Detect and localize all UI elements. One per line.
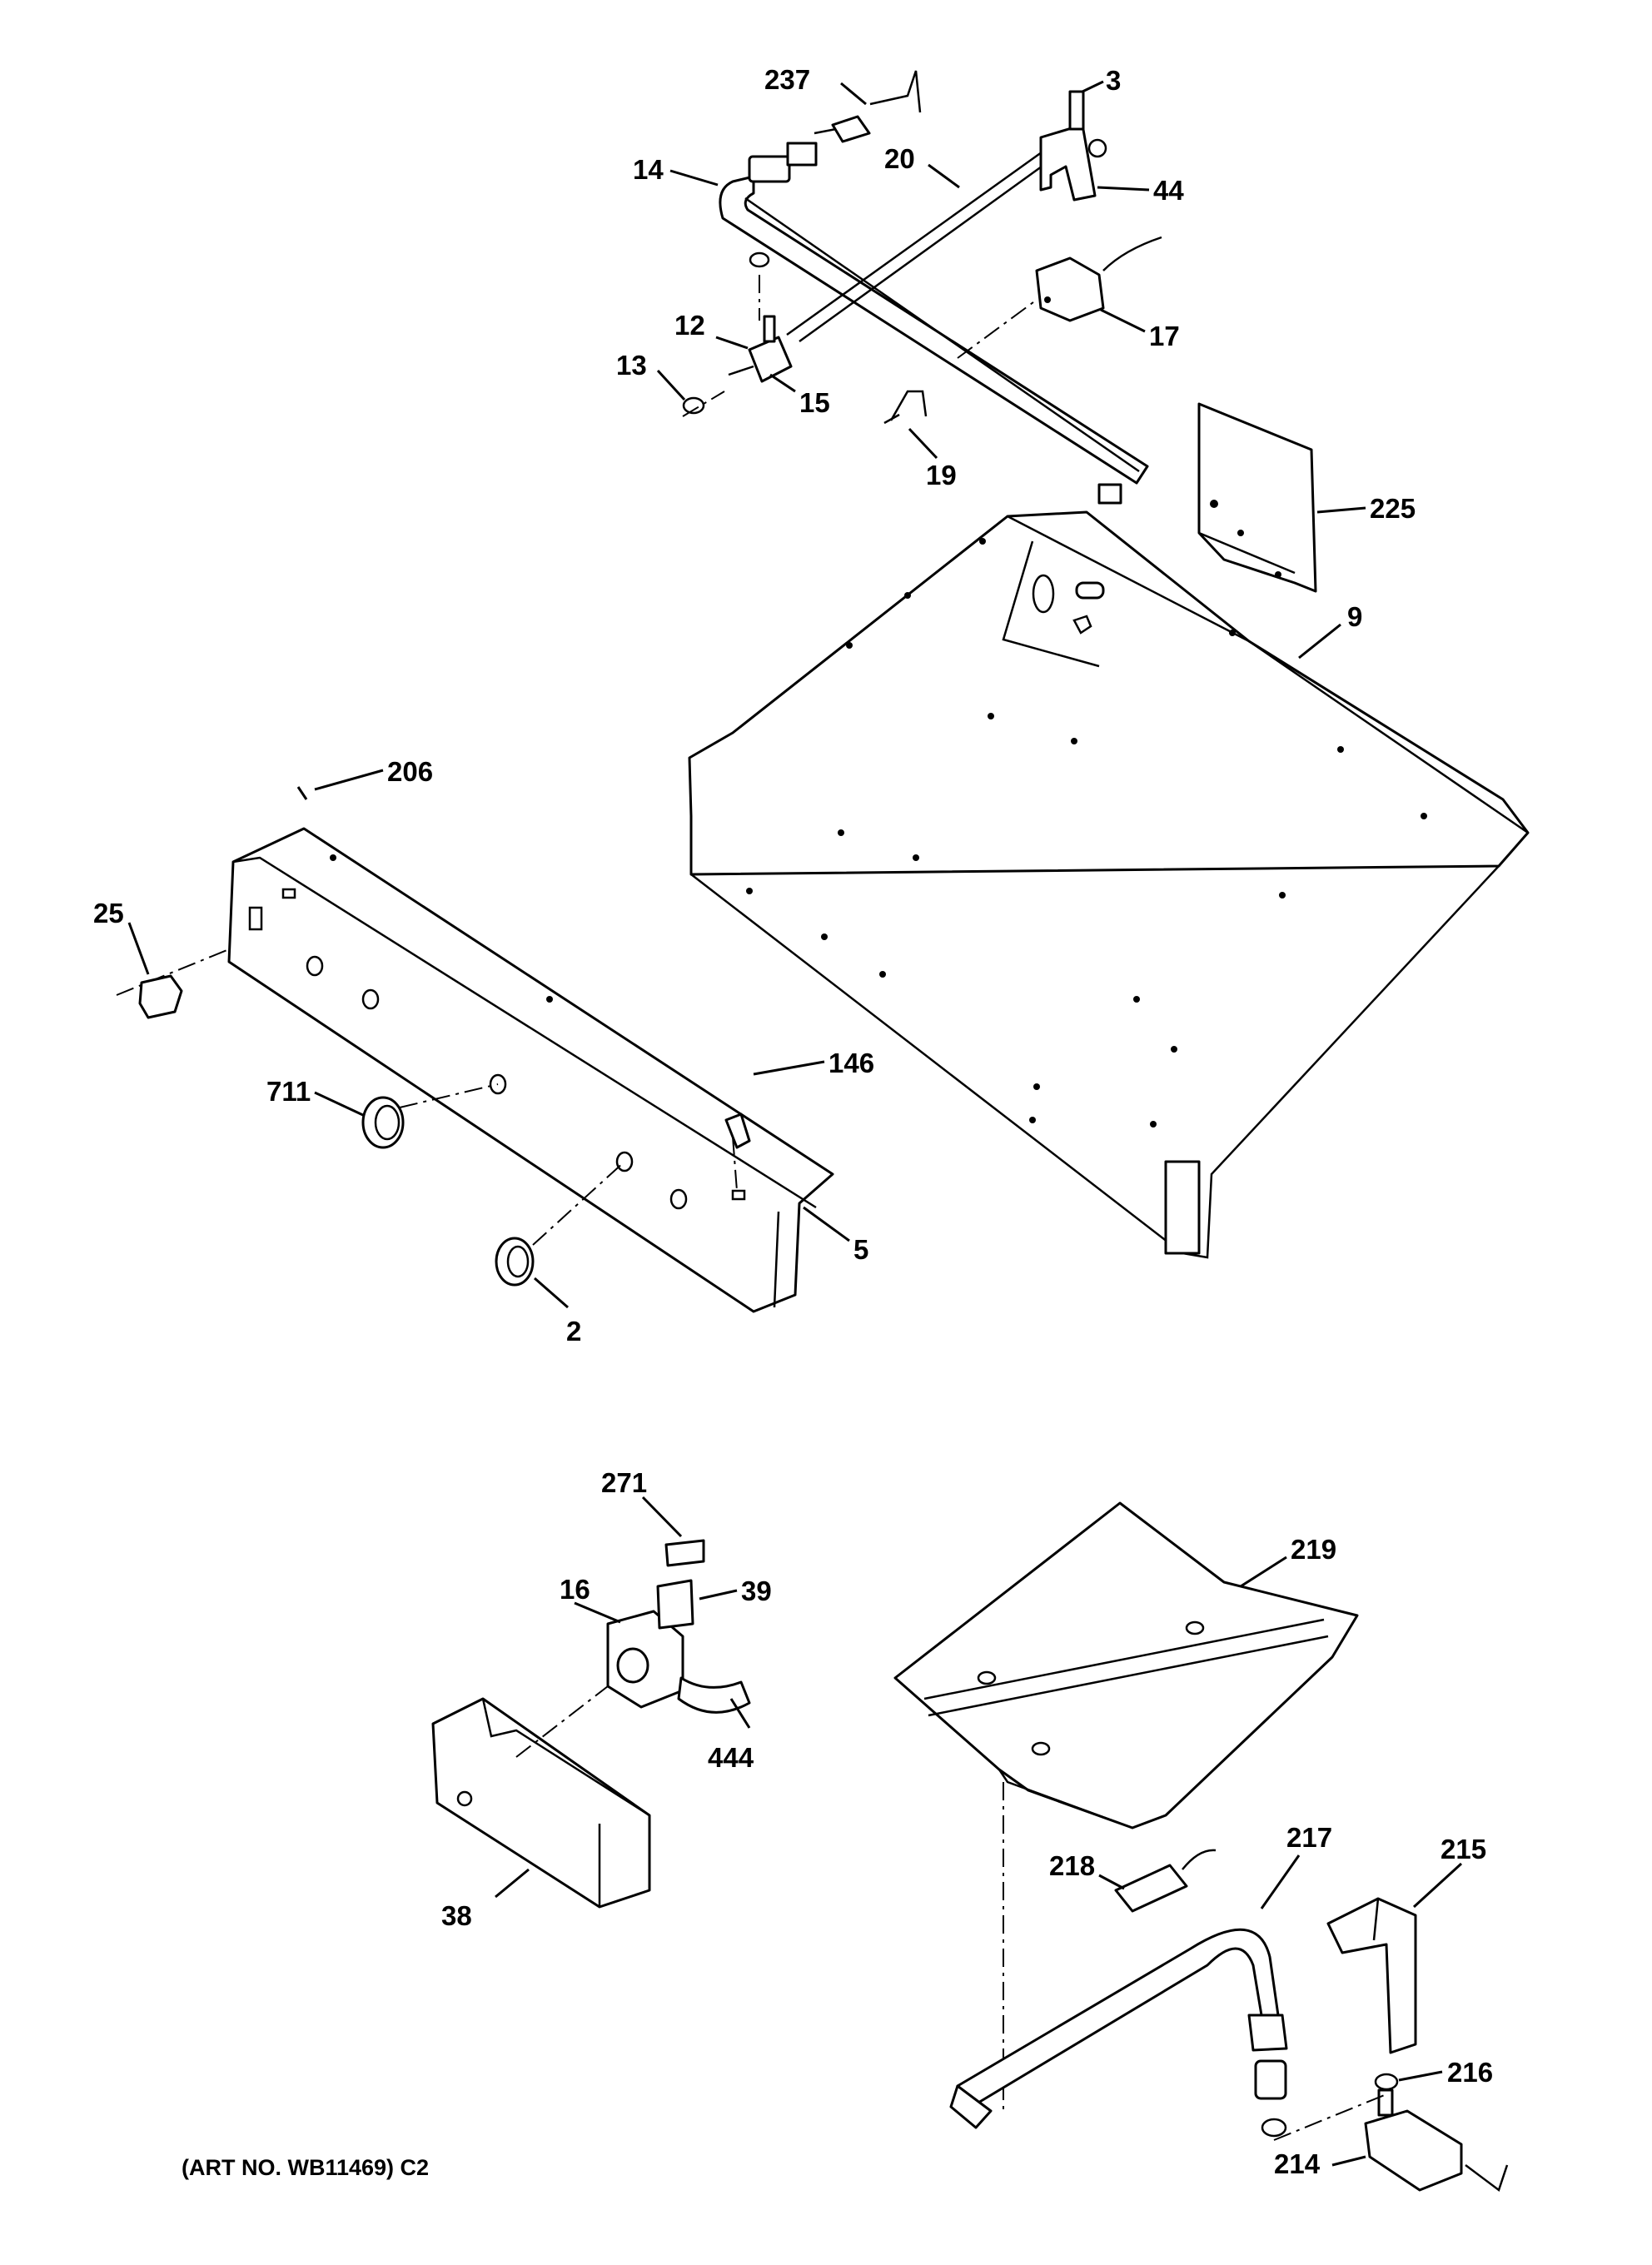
burner-box-9 bbox=[688, 510, 1530, 1259]
callout-271: 271 bbox=[601, 1467, 647, 1498]
clip-25 bbox=[138, 974, 183, 1019]
callout-39: 39 bbox=[741, 1576, 772, 1606]
callout-12: 12 bbox=[674, 310, 705, 341]
callout-214: 214 bbox=[1274, 2148, 1321, 2179]
burner-217 bbox=[949, 1928, 1288, 2129]
callout-14: 14 bbox=[633, 154, 664, 185]
callout-15: 15 bbox=[799, 387, 830, 418]
callout-218: 218 bbox=[1049, 1850, 1095, 1881]
callout-16: 16 bbox=[560, 1574, 590, 1605]
callout-217: 217 bbox=[1286, 1822, 1332, 1853]
knob-711 bbox=[361, 1096, 405, 1149]
valve-17 bbox=[1035, 256, 1105, 322]
cover-38 bbox=[431, 1697, 651, 1909]
callout-215: 215 bbox=[1441, 1834, 1486, 1864]
callout-19: 19 bbox=[926, 460, 957, 490]
pan-outline bbox=[688, 510, 1530, 876]
callout-711: 711 bbox=[266, 1076, 311, 1107]
bracket-215 bbox=[1326, 1897, 1417, 2054]
shield-219 bbox=[893, 1501, 1359, 1829]
heat-shield-225 bbox=[1197, 402, 1317, 593]
panel-body bbox=[227, 827, 834, 1313]
callout-225: 225 bbox=[1370, 493, 1416, 524]
clip-146 bbox=[724, 1113, 751, 1149]
callout-146: 146 bbox=[828, 1048, 874, 1078]
knob-2 bbox=[495, 1237, 535, 1287]
washer-216 bbox=[1374, 2073, 1399, 2091]
callout-17: 17 bbox=[1149, 321, 1180, 351]
callout-44: 44 bbox=[1153, 175, 1184, 206]
callout-9: 9 bbox=[1347, 601, 1362, 632]
callout-216: 216 bbox=[1447, 2057, 1493, 2088]
callout-38: 38 bbox=[441, 1900, 472, 1931]
igniter-218 bbox=[1114, 1849, 1217, 1913]
fitting-237 bbox=[831, 115, 871, 143]
callout-444: 444 bbox=[708, 1742, 754, 1773]
callout-2: 2 bbox=[566, 1316, 581, 1347]
callout-206: 206 bbox=[387, 756, 433, 787]
callout-3: 3 bbox=[1106, 65, 1121, 96]
manifold-assembly bbox=[682, 70, 1162, 505]
callout-13: 13 bbox=[616, 350, 647, 381]
leader-lines bbox=[127, 80, 1463, 2167]
callout-labels: 237 3 14 20 44 12 13 15 17 19 225 9 206 … bbox=[93, 64, 1493, 2179]
igniter-switch-214 bbox=[1364, 2088, 1509, 2193]
bracket-44 bbox=[1039, 123, 1097, 202]
screw-206 bbox=[296, 786, 308, 800]
burner-tube-20 bbox=[786, 148, 1052, 343]
art-number-caption: (ART NO. WB11469) C2 bbox=[182, 2155, 429, 2180]
control-panel-5 bbox=[227, 827, 834, 1313]
regulator-16 bbox=[606, 1539, 751, 1714]
callout-219: 219 bbox=[1291, 1534, 1336, 1565]
callout-237: 237 bbox=[764, 64, 810, 95]
callout-20: 20 bbox=[884, 143, 915, 174]
callout-5: 5 bbox=[853, 1234, 868, 1265]
callout-25: 25 bbox=[93, 898, 124, 928]
